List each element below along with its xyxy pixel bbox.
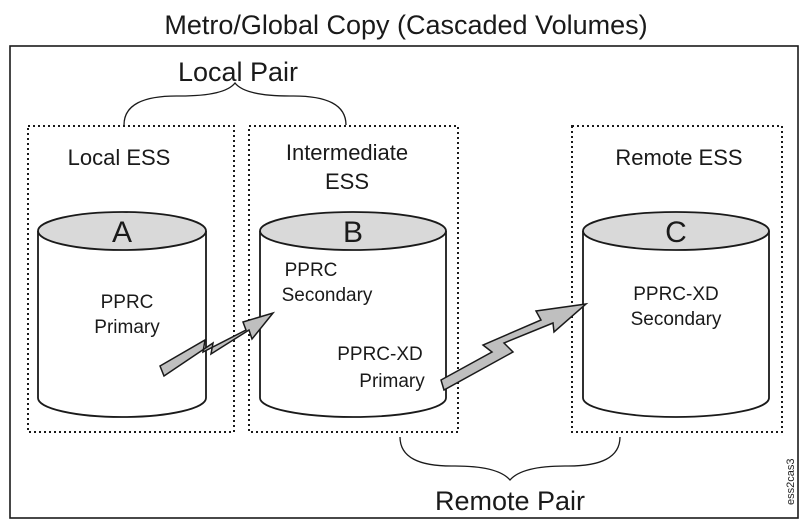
site-name-intermediate-line1: Intermediate <box>286 140 408 165</box>
volume-b-role-line1: PPRC <box>285 260 338 281</box>
remote-pair-brace <box>399 436 621 481</box>
figure-id: ess2cas3 <box>785 459 797 505</box>
pprc-xd-link-arrow <box>440 302 589 392</box>
volume-letter-c: C <box>665 216 687 249</box>
volume-cylinder-c <box>582 211 770 418</box>
site-name-local-ess: Local ESS <box>68 145 171 170</box>
outer-frame <box>9 45 799 519</box>
volume-a-role-line2: Primary <box>94 317 160 338</box>
volume-b-role-line2: Secondary <box>282 285 373 306</box>
diagram-title: Metro/Global Copy (Cascaded Volumes) <box>164 10 647 40</box>
volume-letter-a: A <box>112 216 132 249</box>
local-pair-label: Local Pair <box>178 57 298 87</box>
volume-cylinder-b <box>259 211 447 418</box>
volume-b-role2-line1: PPRC-XD <box>337 344 423 365</box>
site-name-intermediate-line2: ESS <box>325 169 369 194</box>
volume-b-role2-line2: Primary <box>359 371 425 392</box>
volume-c-role-line1: PPRC-XD <box>633 284 719 305</box>
volume-letter-b: B <box>343 216 363 249</box>
pprc-link-arrow <box>159 311 276 378</box>
remote-pair-label: Remote Pair <box>435 486 585 516</box>
site-box-local-ess <box>27 125 235 433</box>
local-pair-brace <box>123 81 347 126</box>
volume-c-role-line2: Secondary <box>631 309 722 330</box>
site-box-intermediate-ess <box>248 125 459 433</box>
site-box-remote-ess <box>571 125 783 433</box>
volume-a-role-line1: PPRC <box>101 292 154 313</box>
site-name-remote-ess: Remote ESS <box>615 145 742 170</box>
